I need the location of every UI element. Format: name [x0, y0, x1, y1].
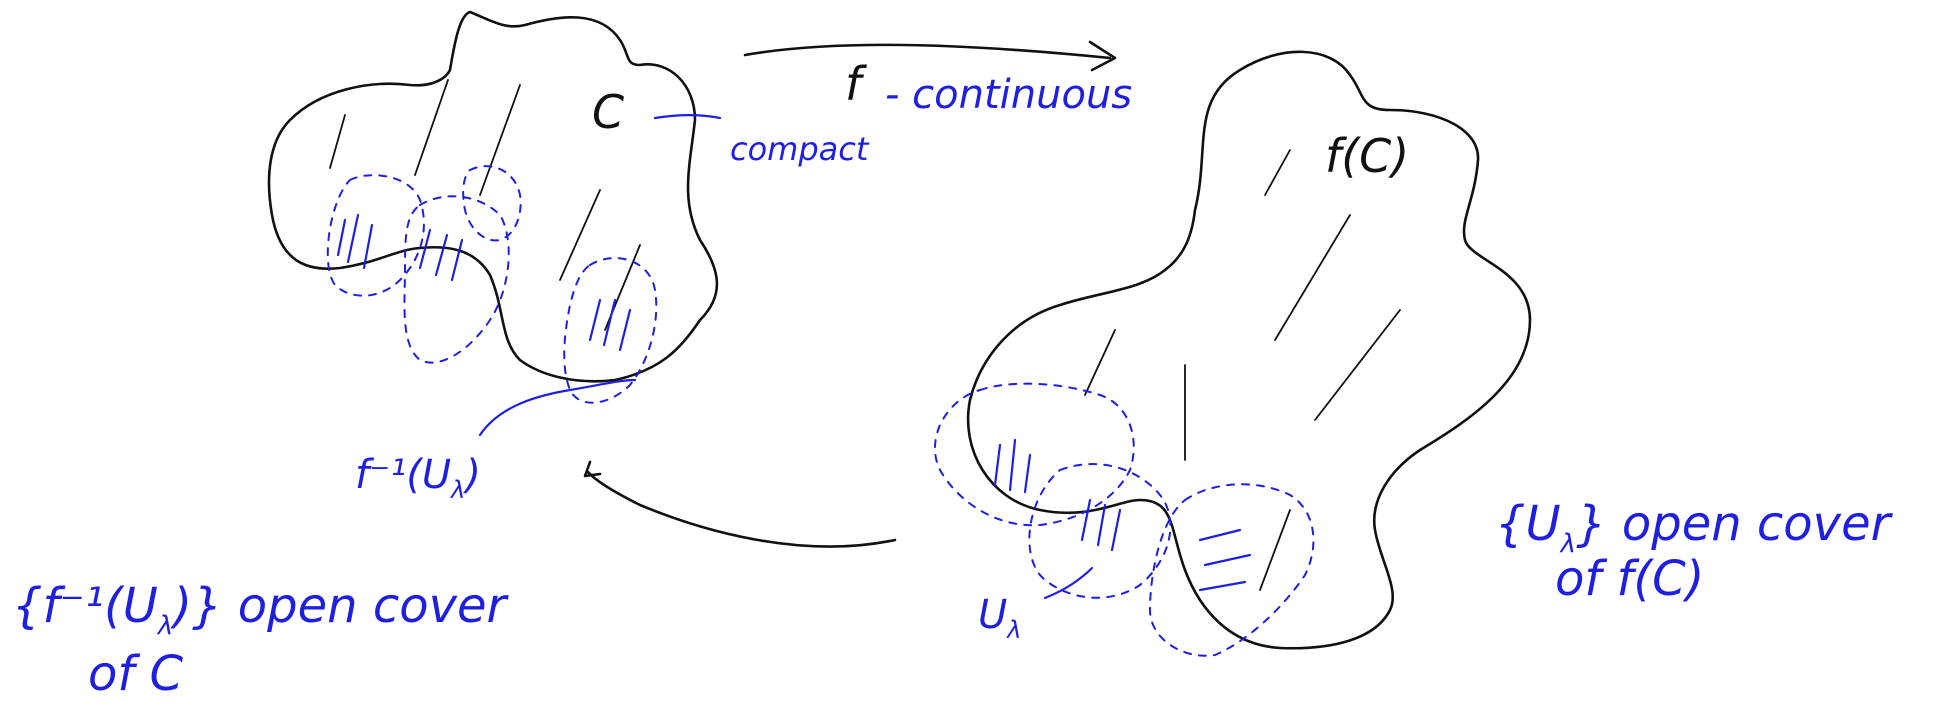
set-c-hatch-2 — [414, 79, 449, 176]
cover-fc-line-1: {Uλ} open cover — [1495, 496, 1894, 559]
pullback-arrowhead — [583, 460, 602, 478]
map-f-label: f — [845, 57, 867, 111]
set-c-hatch-1 — [329, 114, 346, 169]
preimage-label: f⁻¹(Uλ) — [355, 452, 481, 504]
open-set-u-scribble-2 — [1080, 498, 1122, 552]
compact-label: compact — [730, 130, 870, 168]
set-c-label: C — [592, 85, 624, 139]
preimage-pointer — [478, 378, 637, 437]
preimage-scribble-1 — [336, 213, 374, 270]
open-set-u-patch-2 — [1028, 463, 1172, 599]
continuous-label: - continuous — [885, 72, 1132, 118]
pullback-arrow — [586, 470, 897, 548]
u-lambda-pointer — [1043, 566, 1094, 600]
compact-connector — [653, 113, 722, 120]
open-set-u-patch-3 — [1148, 483, 1315, 657]
cover-c-line-1: {f⁻¹(Uλ)} open cover — [12, 578, 510, 641]
preimage-scribble-3 — [588, 298, 632, 352]
image-fc-hatch-3 — [1314, 309, 1401, 421]
open-set-u-scribble-1 — [993, 438, 1032, 494]
map-f-arrow — [743, 43, 1112, 60]
u-lambda-label: Uλ — [978, 592, 1021, 644]
preimage-patch-1 — [326, 174, 425, 297]
image-fc-hatch-6 — [1259, 509, 1291, 591]
set-c-outline — [267, 10, 719, 383]
cover-fc-line-2: of f(C) — [1555, 551, 1704, 607]
image-fc-hatch-4 — [1084, 329, 1116, 396]
image-fc-hatch-2 — [1274, 214, 1351, 341]
image-fc-outline — [966, 50, 1532, 650]
image-fc-region — [934, 50, 1532, 657]
cover-c-line-2: of C — [88, 646, 184, 702]
image-fc-label: f(C) — [1325, 129, 1409, 183]
map-f-arrowhead — [1088, 40, 1117, 72]
preimage-patch-3 — [563, 257, 658, 404]
open-set-u-patch-1 — [934, 382, 1135, 527]
preimage-patch-2 — [403, 195, 510, 364]
preimage-scribble-2 — [418, 228, 464, 282]
preimage-patch-4 — [462, 165, 522, 242]
set-c-hatch-3 — [479, 84, 521, 196]
image-fc-hatch-1 — [1264, 149, 1291, 196]
open-set-u-scribble-3 — [1198, 528, 1252, 592]
set-c-region — [267, 10, 719, 404]
set-c-hatch-4 — [559, 189, 601, 281]
